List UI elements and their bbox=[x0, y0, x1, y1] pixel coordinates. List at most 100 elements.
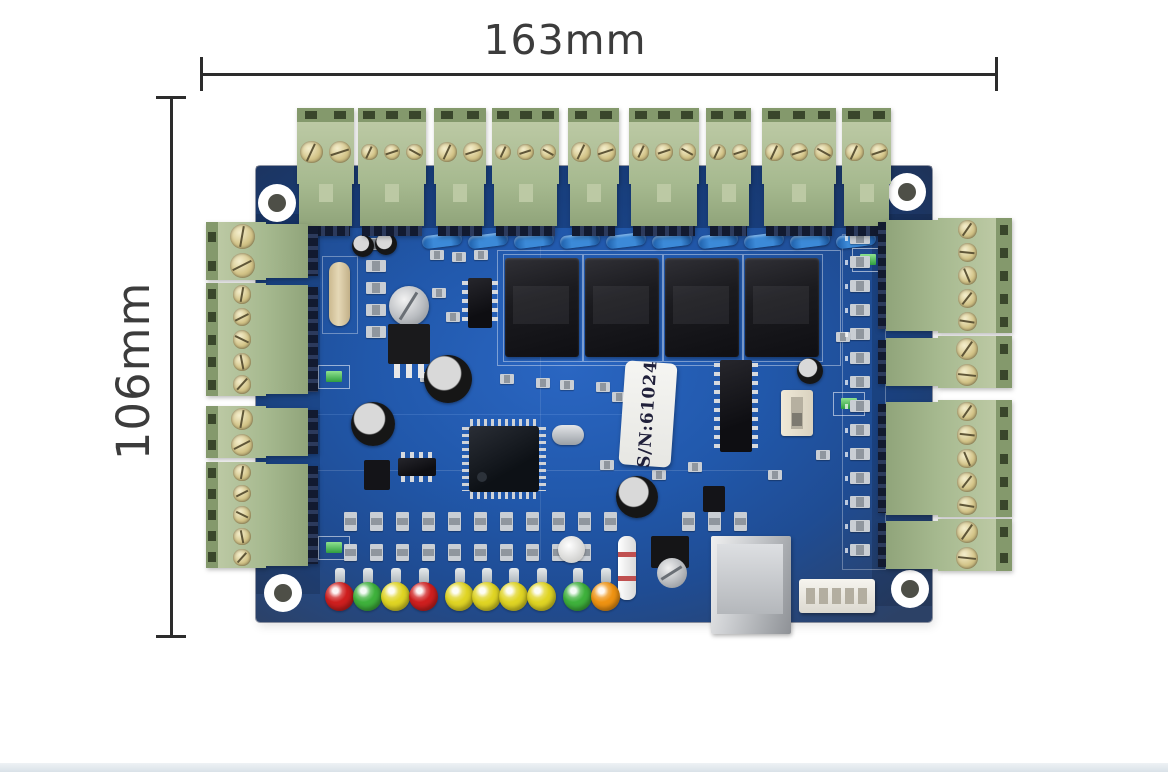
terminal-wire-slot bbox=[1000, 553, 1008, 563]
terminal-pin-row bbox=[633, 226, 695, 236]
ic-pins bbox=[751, 363, 758, 449]
terminal-screw bbox=[233, 548, 251, 566]
terminal-wire-slot bbox=[541, 111, 554, 119]
smd-component bbox=[500, 374, 514, 384]
terminal-wire-slot bbox=[519, 111, 532, 119]
smd-component bbox=[850, 472, 870, 484]
ic-body bbox=[398, 458, 436, 476]
screw-slot bbox=[961, 222, 973, 237]
ic-pins bbox=[538, 427, 546, 491]
smd-body bbox=[600, 383, 606, 391]
terminal-wire-slot bbox=[848, 111, 861, 119]
status-led bbox=[527, 582, 556, 611]
terminal-wire-slot bbox=[208, 552, 216, 563]
led-lead bbox=[537, 568, 547, 584]
smd-body bbox=[475, 517, 486, 526]
screw-slot bbox=[959, 319, 975, 324]
electrolytic-capacitor bbox=[616, 476, 658, 518]
terminal-wire-slot bbox=[208, 334, 216, 345]
smd-body bbox=[579, 517, 590, 526]
terminal-wire-slot bbox=[600, 111, 613, 119]
terminal-screw bbox=[596, 142, 616, 162]
smd-component bbox=[560, 380, 574, 390]
terminal-screw bbox=[231, 434, 253, 456]
smd-component bbox=[344, 512, 357, 531]
smd-component bbox=[850, 280, 870, 292]
relay bbox=[665, 258, 739, 357]
power-resistor bbox=[329, 262, 350, 326]
smd-component bbox=[430, 250, 444, 260]
terminal-wire-slot bbox=[1000, 453, 1008, 464]
smd-component bbox=[850, 496, 870, 508]
jst-pin-slot bbox=[845, 588, 854, 604]
eeprom-ic bbox=[398, 452, 436, 482]
screw-slot bbox=[959, 250, 975, 255]
smd-body bbox=[475, 549, 486, 556]
smd-component bbox=[536, 378, 550, 388]
ic-pins bbox=[462, 427, 470, 491]
smd-body bbox=[656, 471, 662, 479]
smd-body bbox=[397, 549, 408, 556]
smd-body bbox=[856, 545, 864, 555]
smd-body bbox=[397, 517, 408, 526]
transistor bbox=[703, 486, 725, 512]
height-dimension-tick-bottom bbox=[156, 635, 186, 638]
interface-ic bbox=[714, 360, 758, 452]
smd-body bbox=[616, 393, 622, 401]
pcb-trace bbox=[540, 240, 541, 560]
jst-connector bbox=[799, 579, 875, 613]
ic-pins bbox=[401, 452, 433, 459]
terminal-screw bbox=[956, 547, 978, 569]
terminal-screw bbox=[632, 143, 650, 161]
status-led bbox=[325, 582, 354, 611]
terminal-latch bbox=[518, 184, 533, 202]
terminal-pin-row bbox=[308, 287, 318, 392]
smd-body bbox=[527, 549, 538, 556]
smd-component bbox=[850, 448, 870, 460]
electrolytic-capacitor bbox=[424, 355, 472, 403]
terminal-screw bbox=[233, 464, 251, 482]
terminal-screw bbox=[495, 143, 512, 161]
screw-slot bbox=[636, 145, 645, 159]
mcu-chip bbox=[462, 419, 546, 499]
smd-body bbox=[683, 517, 694, 526]
ic-body bbox=[468, 278, 492, 328]
screw-slot bbox=[961, 404, 973, 419]
smd-component bbox=[396, 544, 409, 561]
terminal-screw-face bbox=[568, 122, 619, 184]
terminal-screw-face bbox=[358, 122, 426, 184]
terminal-wire-slot bbox=[1000, 406, 1008, 417]
screw-slot bbox=[239, 529, 245, 543]
screw-slot bbox=[871, 148, 886, 156]
screw-slot bbox=[236, 551, 248, 563]
smd-component bbox=[708, 512, 721, 531]
trimmer-potentiometer bbox=[558, 536, 585, 563]
terminal-body bbox=[436, 184, 484, 226]
smd-component bbox=[500, 544, 513, 561]
smd-component bbox=[768, 470, 782, 480]
screw-slot bbox=[306, 143, 317, 161]
terminal-screw bbox=[957, 243, 977, 262]
ic-pins bbox=[491, 281, 498, 325]
switch-lever bbox=[792, 413, 802, 426]
terminal-wire-slot bbox=[208, 488, 216, 499]
smd-body bbox=[371, 549, 382, 556]
terminal-screw bbox=[845, 142, 864, 162]
jst-pin-slot bbox=[819, 588, 828, 604]
mounting-hole bbox=[891, 570, 929, 608]
smd-body bbox=[820, 451, 826, 459]
terminal-screw bbox=[383, 143, 401, 161]
terminal-screw bbox=[957, 472, 977, 492]
terminal-screw bbox=[956, 364, 978, 386]
terminal-screw bbox=[232, 375, 252, 394]
smd-component bbox=[474, 250, 488, 260]
smd-component bbox=[396, 512, 409, 531]
terminal-pin-row bbox=[301, 226, 350, 236]
silkscreen-text-marks bbox=[845, 236, 848, 562]
smd-body bbox=[735, 517, 746, 526]
terminal-latch bbox=[318, 184, 333, 202]
green-smd-led bbox=[326, 371, 342, 382]
terminal-block-left bbox=[206, 462, 318, 568]
terminal-screw-face bbox=[492, 122, 559, 184]
smd-body bbox=[692, 463, 698, 471]
